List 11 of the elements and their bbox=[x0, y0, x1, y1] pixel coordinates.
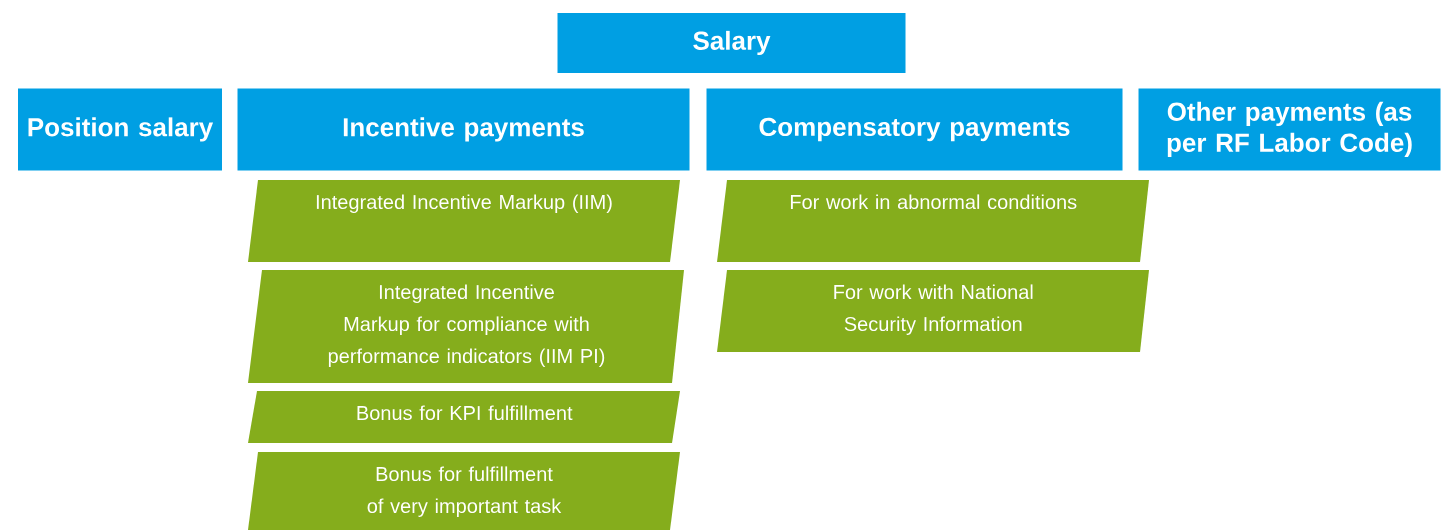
payment-parallelogram: Bonus for fulfillment of very important task bbox=[248, 452, 680, 530]
header-box: Other payments (as per RF Labor Code) bbox=[1138, 88, 1441, 171]
payment-parallelogram: For work with National Security Information bbox=[717, 270, 1149, 352]
header-box: Incentive payments bbox=[237, 88, 690, 171]
header-box: Compensatory payments bbox=[706, 88, 1123, 171]
header-box: Salary bbox=[557, 13, 906, 73]
payment-parallelogram: Integrated Incentive Markup (IIM) bbox=[248, 180, 680, 262]
payment-parallelogram: Bonus for KPI fulfillment bbox=[248, 391, 680, 443]
header-box: Position salary bbox=[18, 88, 222, 171]
payment-parallelogram: For work in abnormal conditions bbox=[717, 180, 1149, 262]
payment-parallelogram: Integrated Incentive Markup for compliance with performance indicators (IIM PI) bbox=[248, 270, 684, 383]
